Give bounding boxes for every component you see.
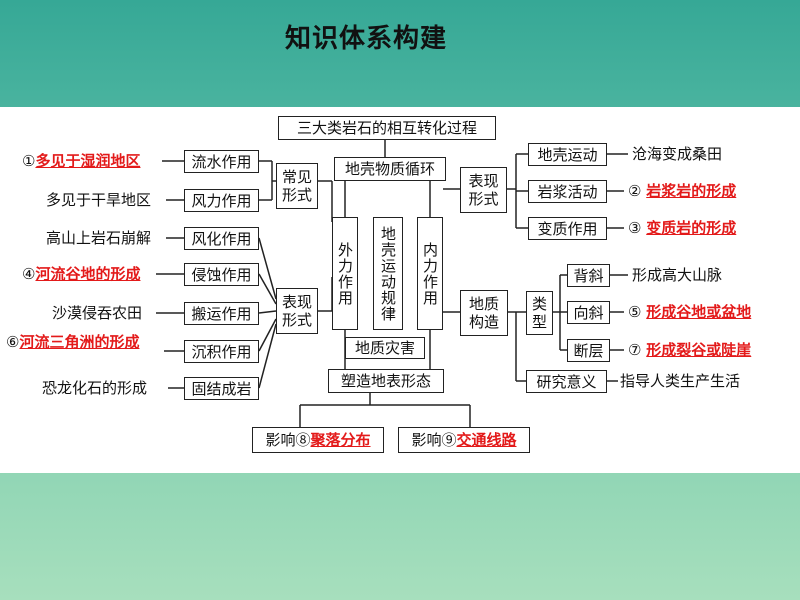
structure-note-2: ⑤ 形成谷地或盆地 (628, 303, 751, 321)
left-box-deposition: 沉积作用 (184, 340, 259, 363)
left-note-1: ①多见于湿润地区 (22, 152, 140, 170)
note-answer: 河流三角洲的形成 (19, 333, 140, 351)
left-box-transport: 搬运作用 (184, 302, 259, 325)
left-note-4: ④河流谷地的形成 (22, 265, 140, 283)
effect-8-answer: 聚落分布 (310, 431, 371, 449)
note-answer: 变质岩的形成 (646, 219, 737, 237)
note-answer: 多见于湿润地区 (35, 152, 141, 170)
left-box-wind: 风力作用 (184, 189, 259, 212)
type-box: 类型 (526, 291, 553, 335)
external-force-box: 外力作用 (332, 217, 358, 330)
note-number: ⑦ (628, 341, 642, 359)
left-note-7: 恐龙化石的形成 (42, 379, 148, 397)
effect-8-box: 影响⑧ 聚落分布 (252, 427, 384, 453)
effect-9-box: 影响⑨ 交通线路 (398, 427, 530, 453)
effect-9-answer: 交通线路 (456, 431, 517, 449)
slide-title: 知识体系构建 (285, 24, 448, 54)
note-answer: 形成谷地或盆地 (646, 303, 752, 321)
common-forms-box: 常见形式 (276, 163, 318, 209)
note-number: ② (628, 182, 642, 200)
left-box-weathering: 风化作用 (184, 227, 259, 250)
note-answer: 河流谷地的形成 (35, 265, 141, 283)
right-note-3: ③ 变质岩的形成 (628, 219, 736, 237)
express-forms-right-box: 表现形式 (460, 167, 507, 213)
fault-box: 断层 (567, 339, 610, 362)
research-note: 指导人类生产生活 (620, 372, 741, 390)
structure-note-1: 形成高大山脉 (632, 266, 723, 284)
left-box-water: 流水作用 (184, 150, 259, 173)
shape-surface-box: 塑造地表形态 (328, 369, 444, 393)
left-box-lithification: 固结成岩 (184, 377, 259, 400)
effect-9-prefix: 影响⑨ (411, 431, 457, 449)
internal-force-box: 内力作用 (417, 217, 443, 330)
research-significance-box: 研究意义 (526, 370, 607, 393)
note-number: ⑤ (628, 303, 642, 321)
crust-movement-law-box: 地壳运动规律 (373, 217, 403, 330)
note-number: ⑥ (6, 333, 20, 351)
geo-disaster-box: 地质灾害 (345, 337, 425, 359)
rock-cycle-title-box: 三大类岩石的相互转化过程 (278, 116, 496, 140)
geo-structure-box: 地质构造 (460, 290, 508, 336)
left-note-2: 多见于干旱地区 (46, 191, 152, 209)
note-number: ① (22, 152, 36, 170)
left-note-6: ⑥河流三角洲的形成 (6, 333, 139, 351)
right-box-crust-movement: 地壳运动 (528, 143, 607, 166)
right-box-magma: 岩浆活动 (528, 180, 607, 203)
note-number: ④ (22, 265, 36, 283)
right-box-metamorphism: 变质作用 (528, 217, 607, 240)
knowledge-diagram-panel: 三大类岩石的相互转化过程 地壳物质循环 外力作用 地壳运动规律 内力作用 地质灾… (0, 107, 800, 473)
crust-material-cycle-box: 地壳物质循环 (334, 157, 446, 181)
left-note-3: 高山上岩石崩解 (46, 229, 152, 247)
syncline-box: 向斜 (567, 301, 610, 324)
right-note-2: ② 岩浆岩的形成 (628, 182, 736, 200)
effect-8-prefix: 影响⑧ (265, 431, 311, 449)
left-note-5: 沙漠侵吞农田 (52, 304, 143, 322)
connector-lines (156, 139, 628, 429)
right-note-1: 沧海变成桑田 (632, 145, 723, 163)
left-box-erosion: 侵蚀作用 (184, 263, 259, 286)
anticline-box: 背斜 (567, 264, 610, 287)
note-answer: 岩浆岩的形成 (646, 182, 737, 200)
note-answer: 形成裂谷或陡崖 (646, 341, 752, 359)
note-number: ③ (628, 219, 642, 237)
structure-note-3: ⑦ 形成裂谷或陡崖 (628, 341, 751, 359)
express-forms-left-box: 表现形式 (276, 288, 318, 334)
